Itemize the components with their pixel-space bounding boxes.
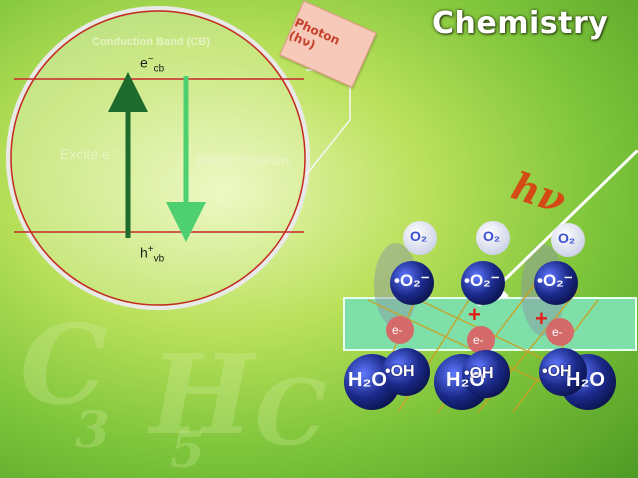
photocatalysis-scene	[343, 150, 638, 413]
o2-molecule	[551, 223, 585, 257]
band-diagram	[6, 6, 351, 310]
hydroxyl-ball	[462, 350, 510, 398]
electron-label: e-	[392, 323, 403, 337]
background-glyph: H	[150, 330, 254, 459]
conduction-band-label: Conduction Band (CB)	[92, 36, 210, 48]
o2-label: O₂	[410, 228, 428, 244]
slide-title: Chemistry	[432, 6, 609, 41]
recombination-label: Recombination	[196, 152, 290, 168]
magnifier-lens	[6, 6, 310, 310]
o2-label: O₂	[558, 230, 576, 246]
electron-ball	[467, 326, 495, 354]
o2-label: O₂	[483, 228, 501, 244]
photon-note-text: Photon (hν)	[286, 15, 343, 53]
hole-plus: +	[468, 302, 481, 327]
superoxide-label: •O₂⁻	[394, 271, 430, 290]
o2-molecule	[403, 221, 437, 255]
electron-ball	[546, 318, 574, 346]
background-glyph: C	[255, 360, 327, 466]
hydroxyl-label: •OH	[464, 365, 494, 382]
superoxide-ball	[390, 261, 434, 305]
water-label: H₂O	[566, 369, 605, 391]
hydroxyl-ball	[382, 348, 430, 396]
hydroxyl-label: •OH	[385, 363, 415, 380]
superoxide-label: •O₂⁻	[537, 271, 573, 290]
hydroxyl-ball	[539, 348, 587, 396]
hydroxyl-label: •OH	[542, 363, 572, 380]
background-glyph: 3	[75, 400, 110, 459]
hole-vb-label: h+vb	[140, 244, 165, 265]
electron-ball	[386, 316, 414, 344]
electron-label: e-	[552, 325, 563, 339]
excite-label: Excite e⁻	[60, 146, 118, 162]
electron-label: e-	[473, 333, 484, 347]
background-glyph: 5	[170, 420, 205, 478]
water-label: H₂O	[348, 369, 387, 391]
photon-arrow	[477, 150, 638, 307]
superoxide-ball	[534, 261, 578, 305]
superoxide-label: •O₂⁻	[464, 271, 500, 290]
o2-molecule	[476, 221, 510, 255]
water-label: H₂O	[446, 369, 485, 391]
electron-cb-label: e−cb	[140, 54, 165, 75]
hole-plus: +	[535, 306, 548, 331]
superoxide-ball	[461, 261, 505, 305]
background-glyph: C	[20, 300, 108, 429]
